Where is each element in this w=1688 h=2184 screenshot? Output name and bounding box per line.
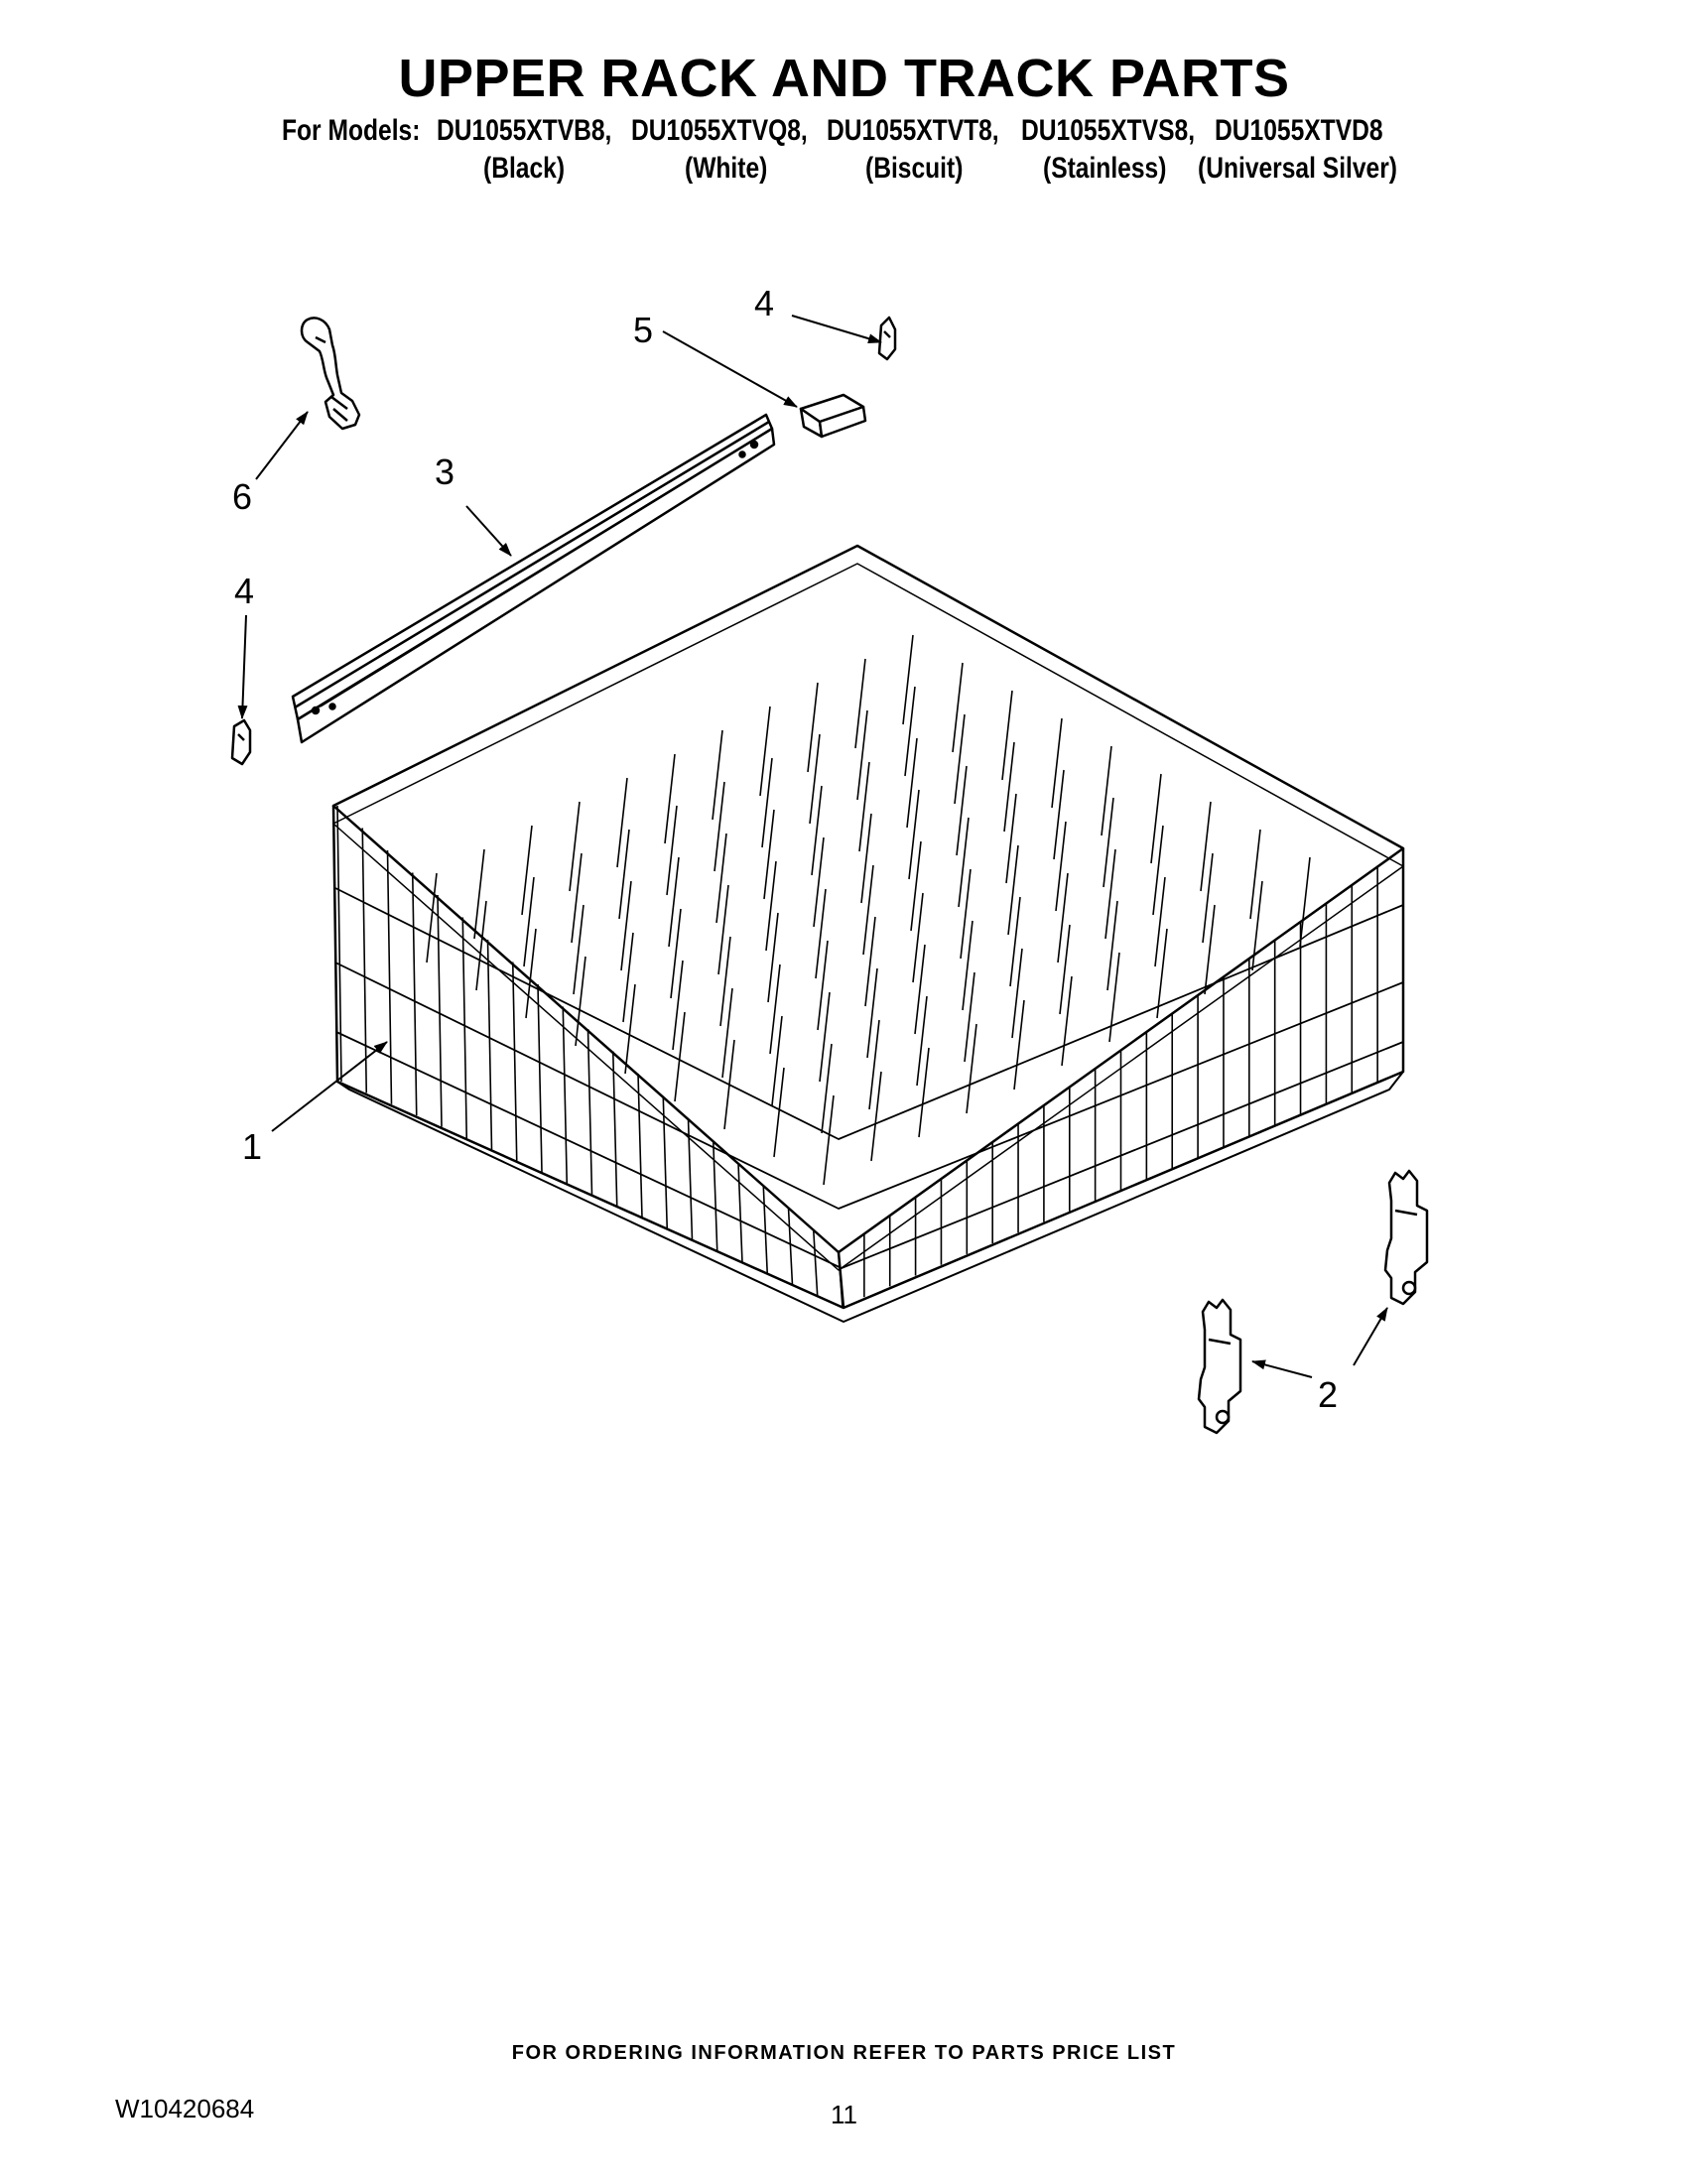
models-line: For Models: DU1055XTVB8, DU1055XTVQ8, DU…: [0, 114, 1688, 154]
callout-6: 6: [232, 476, 252, 517]
page-number: 11: [831, 2100, 857, 2129]
track-rail-part: [291, 413, 776, 744]
callout-1: 1: [242, 1126, 262, 1167]
model-color: (White): [685, 152, 768, 185]
model-number: DU1055XTVB8,: [437, 114, 612, 147]
rack-adjuster-part: [300, 317, 361, 431]
rack-roller-part: [1383, 1169, 1429, 1306]
ordering-note: FOR ORDERING INFORMATION REFER TO PARTS …: [511, 2042, 1177, 2064]
model-number: DU1055XTVQ8,: [631, 114, 808, 147]
models-prefix: For Models:: [282, 114, 421, 147]
callout-5: 5: [633, 310, 653, 350]
document-number: W10420684: [115, 2094, 255, 2123]
model-color: (Universal Silver): [1198, 152, 1398, 185]
callout-4-top: 4: [754, 283, 774, 323]
model-color: (Black): [483, 152, 566, 185]
end-cap-part: [877, 316, 897, 361]
model-color: (Stainless): [1043, 152, 1167, 185]
end-cap-part: [230, 718, 252, 766]
rack-wire-tines: [336, 634, 1404, 1309]
track-stop-part: [799, 393, 867, 439]
model-colors-line: (Black) (White) (Biscuit) (Stainless) (U…: [0, 152, 1688, 192]
upper-rack-part: [331, 544, 1405, 1323]
model-number: DU1055XTVS8,: [1021, 114, 1196, 147]
callout-2: 2: [1318, 1374, 1338, 1415]
model-number: DU1055XTVD8: [1215, 114, 1383, 147]
model-color: (Biscuit): [865, 152, 964, 185]
rack-roller-part: [1197, 1298, 1242, 1435]
page-title: UPPER RACK AND TRACK PARTS: [398, 49, 1290, 108]
callout-leaders: [237, 315, 1388, 1378]
callout-3: 3: [435, 451, 454, 492]
model-number: DU1055XTVT8,: [827, 114, 999, 147]
callout-4-left: 4: [234, 571, 254, 611]
